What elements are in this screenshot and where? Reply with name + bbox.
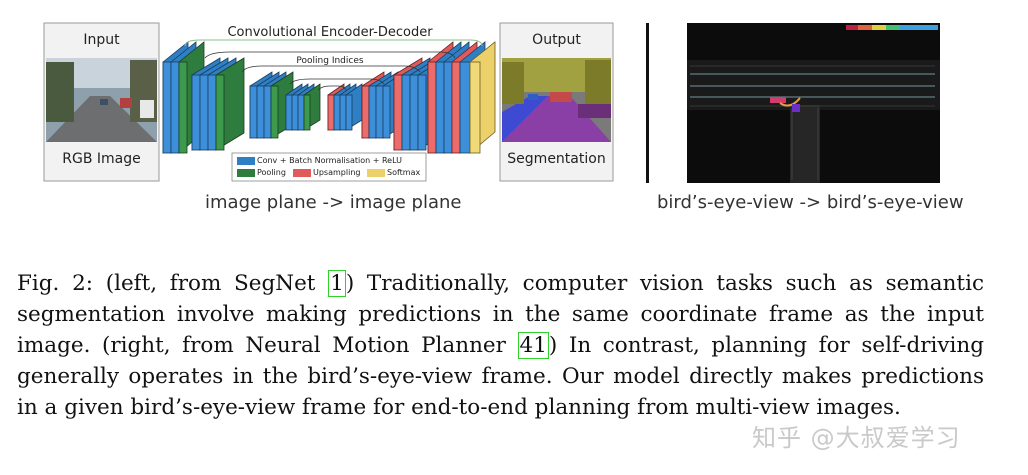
citation-41-link[interactable]: 41 [517, 332, 549, 359]
legend-swatch-pooling [237, 169, 255, 177]
encoder-decoder-blocks [162, 41, 496, 154]
bev-image [687, 23, 940, 183]
legend [231, 152, 427, 182]
legend-swatch-upsampling [293, 169, 311, 177]
decoder-stage-4 [427, 41, 496, 154]
legend-conv-label: Conv + Batch Normalisation + ReLU [257, 156, 402, 165]
figure-caption: Fig. 2: (left, from SegNet 1) Traditiona… [17, 268, 984, 423]
legend-softmax-label: Softmax [387, 168, 421, 177]
street-photo [46, 58, 157, 142]
decoder-stage-3 [393, 57, 447, 151]
encoder-decoder-title: Convolutional Encoder-Decoder [227, 25, 433, 40]
legend-pooling-label: Pooling [257, 168, 286, 177]
caption-middle: ) Traditionally, computer vision tasks s… [17, 271, 984, 358]
output-label: Output [532, 32, 581, 48]
legend-swatch-conv [237, 157, 255, 165]
legend-upsampling-label: Upsampling [313, 168, 361, 177]
right-subcaption: bird’s-eye-view -> bird’s-eye-view [657, 192, 964, 213]
left-subcaption: image plane -> image plane [205, 192, 462, 213]
input-label: Input [83, 32, 120, 48]
citation-1-link[interactable]: 1 [328, 270, 346, 297]
figure-graphics [43, 22, 940, 183]
encoder-stage-2 [191, 57, 245, 151]
caption-prefix: Fig. 2: (left, from SegNet [17, 271, 329, 296]
pooling-indices-label: Pooling Indices [296, 56, 364, 66]
input-caption: RGB Image [62, 151, 141, 167]
decoder-stage-1 [327, 83, 363, 131]
segmentation-map [502, 58, 611, 142]
title-bracket [184, 39, 483, 47]
pooling-indices-arrows [204, 51, 456, 91]
watermark: 知乎 @大叔爱学习 [752, 424, 961, 452]
caption-suffix: ) In contrast, planning for self-driving… [17, 333, 984, 420]
legend-swatch-softmax [367, 169, 385, 177]
figure: Input RGB Image Convolutional Encoder-De… [43, 22, 964, 213]
encoder-stage-4 [285, 83, 321, 131]
figure-divider [646, 23, 649, 183]
output-caption: Segmentation [507, 151, 606, 167]
